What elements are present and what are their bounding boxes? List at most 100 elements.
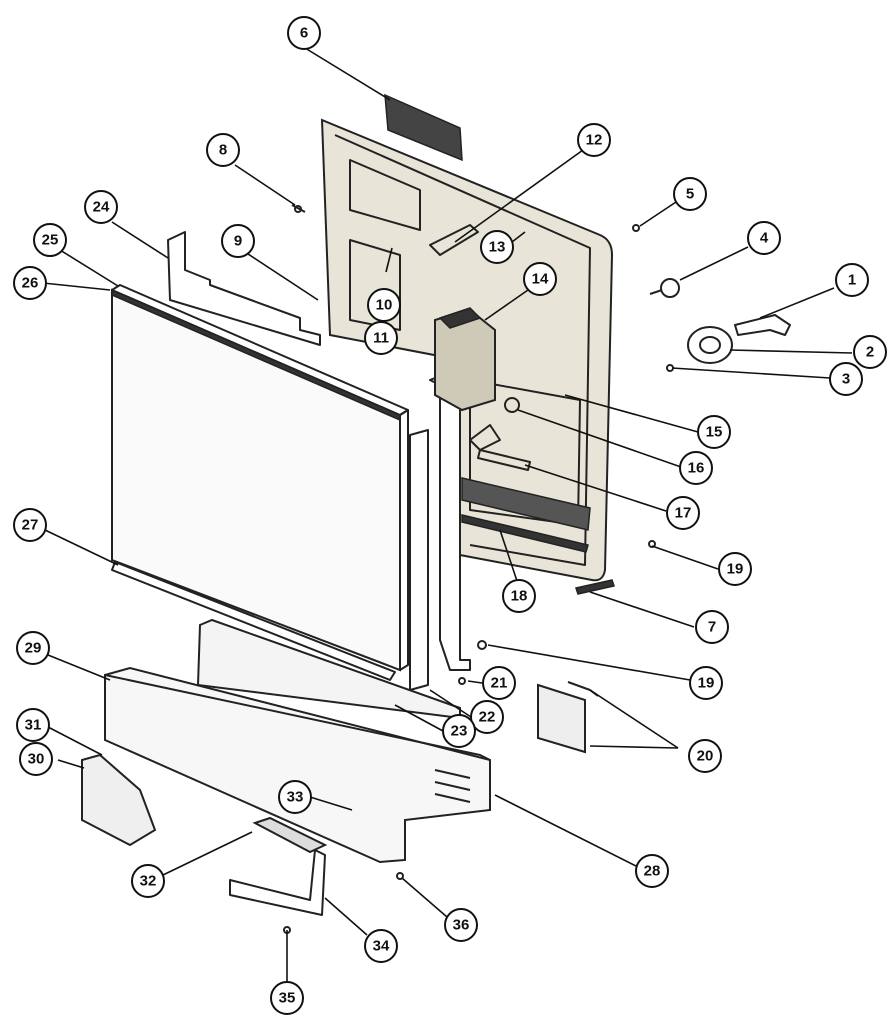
callout-7: 7 bbox=[695, 610, 729, 644]
door-outer-panel bbox=[111, 284, 409, 672]
svg-text:35: 35 bbox=[279, 990, 296, 1007]
callout-16: 16 bbox=[679, 451, 713, 485]
svg-text:11: 11 bbox=[373, 330, 389, 347]
svg-text:5: 5 bbox=[686, 186, 694, 203]
handle-lever-12 bbox=[429, 224, 479, 256]
svg-text:31: 31 bbox=[25, 717, 42, 734]
callout-20: 20 bbox=[688, 739, 722, 773]
svg-text:8: 8 bbox=[219, 142, 227, 159]
svg-text:27: 27 bbox=[22, 517, 39, 534]
svg-text:28: 28 bbox=[644, 863, 661, 880]
callout-1: 1 bbox=[835, 263, 869, 297]
svg-text:10: 10 bbox=[376, 297, 393, 314]
svg-text:13: 13 bbox=[489, 239, 506, 256]
callout-5: 5 bbox=[673, 177, 707, 211]
callout-4: 4 bbox=[747, 221, 781, 255]
callout-18: 18 bbox=[502, 579, 536, 613]
svg-text:1: 1 bbox=[848, 272, 856, 289]
svg-text:33: 33 bbox=[287, 789, 304, 806]
bracket-34 bbox=[229, 849, 326, 916]
callout-13: 13 bbox=[480, 230, 514, 264]
callout-27: 27 bbox=[13, 508, 47, 542]
toe-plate-23 bbox=[196, 618, 461, 720]
vent-grille bbox=[384, 93, 463, 162]
svg-text:4: 4 bbox=[760, 230, 769, 247]
callout-3: 3 bbox=[829, 362, 863, 396]
callout-8: 8 bbox=[206, 133, 240, 167]
knob-stem-1 bbox=[734, 314, 791, 336]
svg-text:9: 9 bbox=[234, 233, 242, 250]
svg-text:29: 29 bbox=[25, 640, 42, 657]
callout-34: 34 bbox=[364, 929, 398, 963]
svg-text:3: 3 bbox=[842, 371, 850, 388]
callout-12: 12 bbox=[577, 123, 611, 157]
bracket-32 bbox=[252, 816, 328, 854]
svg-text:2: 2 bbox=[866, 344, 874, 361]
callout-28: 28 bbox=[635, 854, 669, 888]
dial-2 bbox=[687, 326, 733, 364]
callout-14: 14 bbox=[523, 262, 557, 296]
callout-23: 23 bbox=[442, 714, 476, 748]
callout-30: 30 bbox=[19, 742, 53, 776]
svg-text:6: 6 bbox=[300, 25, 308, 42]
svg-text:22: 22 bbox=[479, 709, 496, 726]
trim-strip-27 bbox=[111, 561, 396, 681]
screw-19a bbox=[648, 540, 656, 548]
kick-panel-29 bbox=[104, 666, 491, 864]
screw-8 bbox=[291, 204, 306, 213]
callout-15: 15 bbox=[697, 415, 731, 449]
screw-36 bbox=[396, 872, 404, 880]
callout-31: 31 bbox=[16, 708, 50, 742]
callout-21: 21 bbox=[482, 666, 516, 700]
callout-32: 32 bbox=[131, 864, 165, 898]
svg-text:36: 36 bbox=[453, 917, 470, 934]
callout-6: 6 bbox=[287, 16, 321, 50]
callout-25: 25 bbox=[33, 223, 67, 257]
svg-text:20: 20 bbox=[697, 748, 714, 765]
svg-text:21: 21 bbox=[491, 675, 508, 692]
callout-24: 24 bbox=[84, 190, 118, 224]
svg-text:25: 25 bbox=[42, 232, 59, 249]
callout-36: 36 bbox=[444, 908, 478, 942]
panel-bracket-24 bbox=[167, 231, 321, 346]
knob-4 bbox=[649, 278, 680, 298]
access-panel-20 bbox=[537, 681, 599, 754]
svg-text:34: 34 bbox=[373, 938, 390, 955]
svg-text:30: 30 bbox=[28, 751, 45, 768]
svg-text:19: 19 bbox=[698, 675, 715, 692]
svg-text:19: 19 bbox=[727, 561, 744, 578]
callout-29: 29 bbox=[16, 631, 50, 665]
clip-7 bbox=[575, 579, 615, 595]
callout-11: 11 bbox=[364, 321, 398, 355]
callout-26: 26 bbox=[13, 266, 47, 300]
insulation-30 bbox=[81, 753, 157, 847]
callout-9: 9 bbox=[221, 224, 255, 258]
screw-21 bbox=[458, 677, 466, 685]
svg-text:23: 23 bbox=[451, 723, 468, 740]
callout-2: 2 bbox=[853, 335, 887, 369]
screw-5 bbox=[632, 224, 640, 232]
svg-text:18: 18 bbox=[511, 588, 528, 605]
screw-19b bbox=[477, 640, 487, 650]
callout-22: 22 bbox=[470, 700, 504, 734]
svg-text:16: 16 bbox=[688, 460, 705, 477]
svg-text:17: 17 bbox=[675, 505, 692, 522]
callout-33: 33 bbox=[278, 780, 312, 814]
callout-35: 35 bbox=[270, 981, 304, 1015]
svg-text:26: 26 bbox=[22, 275, 39, 292]
callout-17: 17 bbox=[666, 496, 700, 530]
svg-text:7: 7 bbox=[708, 619, 716, 636]
svg-text:32: 32 bbox=[140, 873, 157, 890]
svg-text:24: 24 bbox=[93, 199, 110, 216]
svg-text:14: 14 bbox=[532, 271, 549, 288]
svg-text:15: 15 bbox=[706, 424, 723, 441]
callout-19a: 19 bbox=[718, 552, 752, 586]
latch-lever-17 bbox=[469, 397, 531, 471]
svg-text:12: 12 bbox=[586, 132, 603, 149]
dispenser-module-14 bbox=[434, 307, 496, 412]
callout-10: 10 bbox=[367, 288, 401, 322]
leader-lines bbox=[42, 47, 853, 983]
side-brace-22 bbox=[409, 429, 429, 691]
callout-19b: 19 bbox=[689, 666, 723, 700]
